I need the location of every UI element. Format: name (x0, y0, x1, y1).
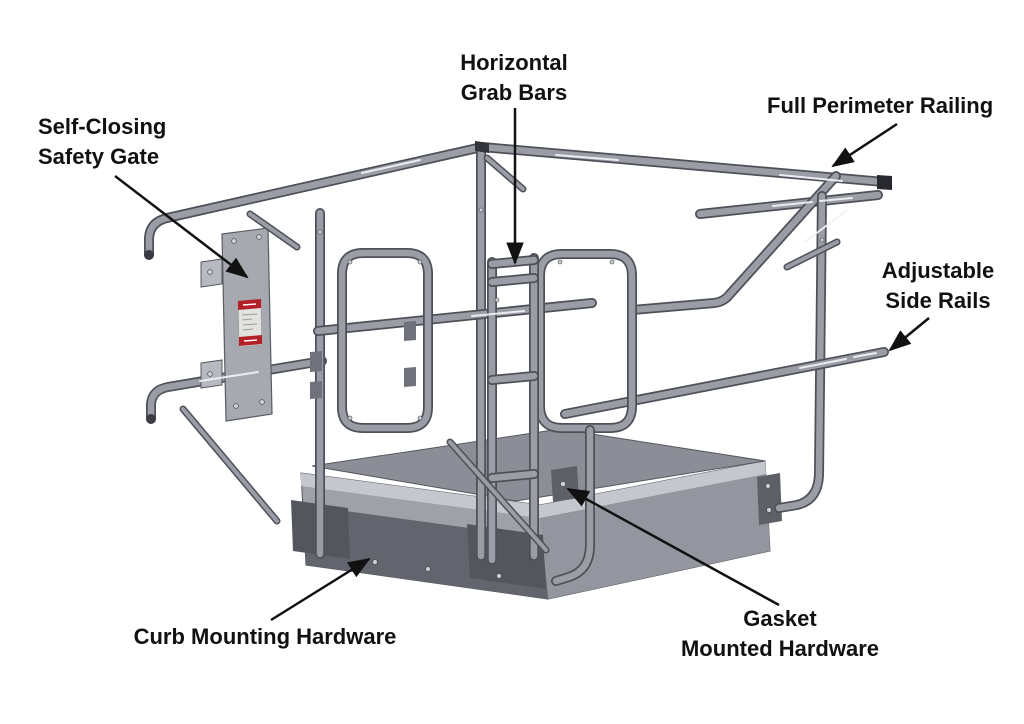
arrow-to-perimeter-railing (831, 122, 898, 168)
callout-line: Horizontal (460, 50, 568, 75)
callout-line: Self-Closing (38, 114, 167, 139)
callout-line: Curb Mounting Hardware (133, 624, 397, 649)
gate-latch (404, 367, 416, 387)
callout-adjustable-side-rails: Adjustable Side Rails (882, 256, 994, 316)
arrow-to-gasket-hardware (566, 487, 780, 607)
arrow-to-side-rails (888, 317, 930, 352)
callout-line: Full Perimeter Railing (767, 93, 994, 118)
callout-line: Grab Bars (460, 80, 568, 105)
callout-full-perimeter-railing: Full Perimeter Railing (767, 91, 993, 121)
callout-line: Gasket (743, 606, 817, 631)
arrow-to-safety-gate (114, 175, 249, 279)
gate-frame (310, 253, 428, 428)
callout-self-closing-safety-gate: Self-Closing Safety Gate (38, 112, 166, 172)
adjustable-side-rails (318, 303, 884, 414)
rail-end-cap (146, 414, 156, 424)
callout-arrows (114, 108, 930, 622)
rail-bolts (317, 207, 825, 421)
callout-curb-mounting-hardware: Curb Mounting Hardware (134, 622, 397, 652)
arrow-to-curb-hardware (270, 557, 371, 622)
curb-mount-plate (467, 524, 546, 589)
callout-line: Adjustable (881, 258, 995, 283)
callout-line: Side Rails (885, 288, 991, 313)
post-cap (475, 141, 489, 153)
danger-label-icon (237, 298, 263, 348)
gate-latch (404, 321, 416, 341)
rail-end-cap (144, 250, 154, 260)
side-mount-bracket (757, 473, 782, 525)
gate-latch (310, 351, 322, 372)
rail-end-cap (877, 175, 892, 190)
callout-line: Mounted Hardware (680, 636, 880, 661)
gate-latch (310, 381, 322, 399)
adjustment-slots (199, 154, 877, 382)
callout-horizontal-grab-bars: Horizontal Grab Bars (460, 48, 568, 108)
safety-gate-plate (200, 227, 273, 422)
callout-gasket-mounted-hardware: Gasket Mounted Hardware (681, 604, 879, 664)
callout-line: Safety Gate (38, 144, 160, 169)
